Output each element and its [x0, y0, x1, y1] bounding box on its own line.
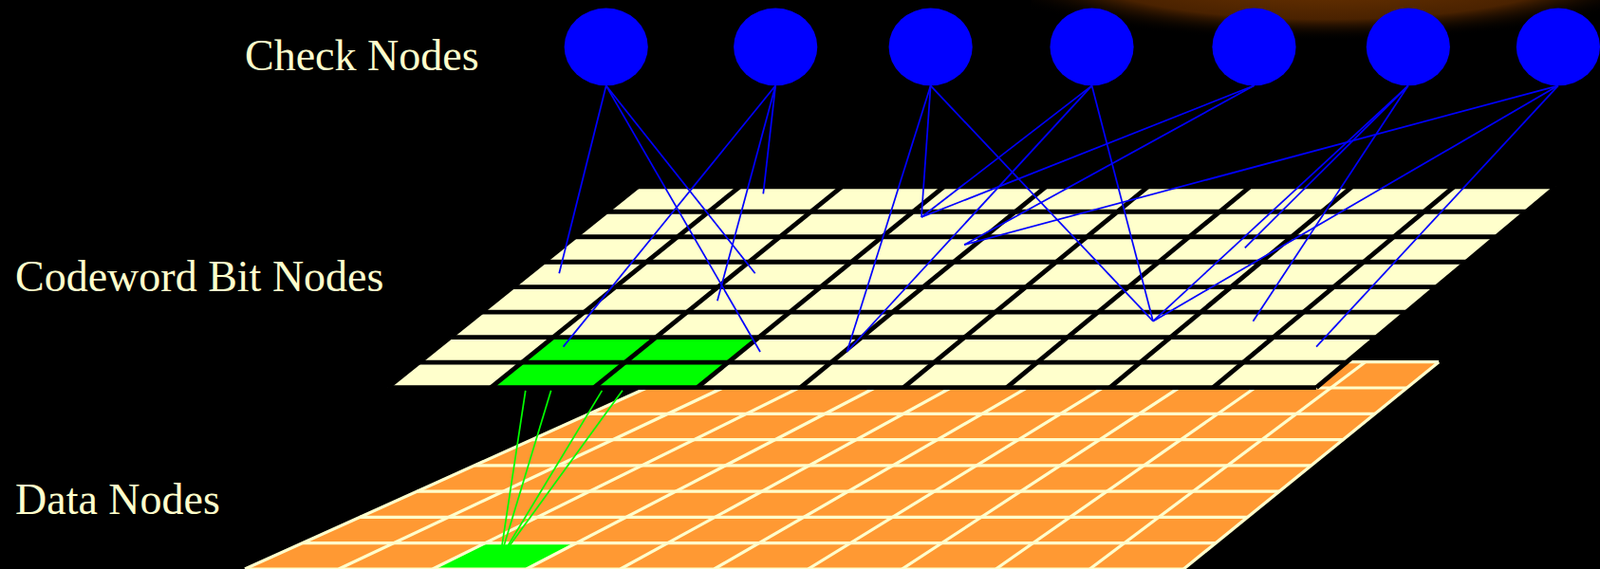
grid-line — [481, 310, 1406, 316]
grid-line — [543, 260, 1467, 265]
grid-line — [903, 186, 1148, 389]
check-link — [563, 85, 777, 347]
green-link — [500, 390, 552, 559]
grid-line — [512, 284, 1436, 290]
data-plane — [244, 362, 1439, 569]
grid-line — [1183, 362, 1439, 569]
check-node — [1211, 8, 1296, 87]
grid-line — [620, 362, 999, 569]
grid-line — [594, 186, 842, 389]
check-link — [762, 85, 776, 194]
check-link — [558, 85, 606, 274]
check-link — [846, 85, 1092, 353]
check-node — [1366, 8, 1451, 87]
green-link — [500, 390, 603, 559]
grid-line — [244, 362, 705, 569]
check-link — [921, 85, 1093, 218]
green-link — [500, 390, 526, 559]
grid-line — [419, 360, 1347, 366]
green-link — [500, 390, 623, 559]
check-link — [1092, 85, 1154, 321]
check-node — [733, 8, 818, 87]
check-link — [1153, 85, 1409, 321]
check-link — [964, 85, 1254, 245]
check-link — [921, 85, 931, 218]
grid-line — [449, 334, 1377, 340]
check-link — [1153, 85, 1559, 321]
check-node — [889, 8, 973, 87]
check-node — [1516, 8, 1600, 87]
check-link — [717, 85, 776, 301]
check-link — [606, 85, 761, 353]
check-link — [1316, 85, 1559, 347]
grid-line — [637, 184, 1557, 189]
check-node — [1049, 8, 1134, 87]
grid-line — [1006, 186, 1250, 389]
check-link — [964, 85, 1559, 245]
check-link — [1252, 85, 1408, 321]
grid-line — [575, 234, 1496, 240]
grid-line — [432, 362, 852, 569]
row-label: Data Nodes — [15, 478, 221, 522]
grid-line — [388, 385, 1317, 391]
row-label: Codeword Bit Nodes — [15, 255, 384, 299]
selected-cell — [432, 543, 577, 569]
grid-line — [1089, 362, 1365, 569]
grid-line — [490, 186, 740, 389]
grid-line — [902, 362, 1219, 569]
grid-line — [995, 362, 1292, 569]
grid-line — [714, 362, 1072, 569]
row-label: Check Nodes — [244, 34, 480, 78]
check-link — [846, 85, 931, 353]
grid-line — [338, 362, 778, 569]
check-link — [1245, 85, 1409, 248]
selected-cell — [625, 337, 760, 363]
grid-line — [1110, 186, 1353, 389]
grid-line — [388, 186, 638, 389]
grid-line — [526, 362, 925, 569]
grid-line — [808, 362, 1146, 569]
selected-cell — [594, 362, 728, 388]
check-node — [564, 8, 649, 87]
grid-line — [606, 209, 1526, 215]
check-link — [921, 85, 1255, 218]
